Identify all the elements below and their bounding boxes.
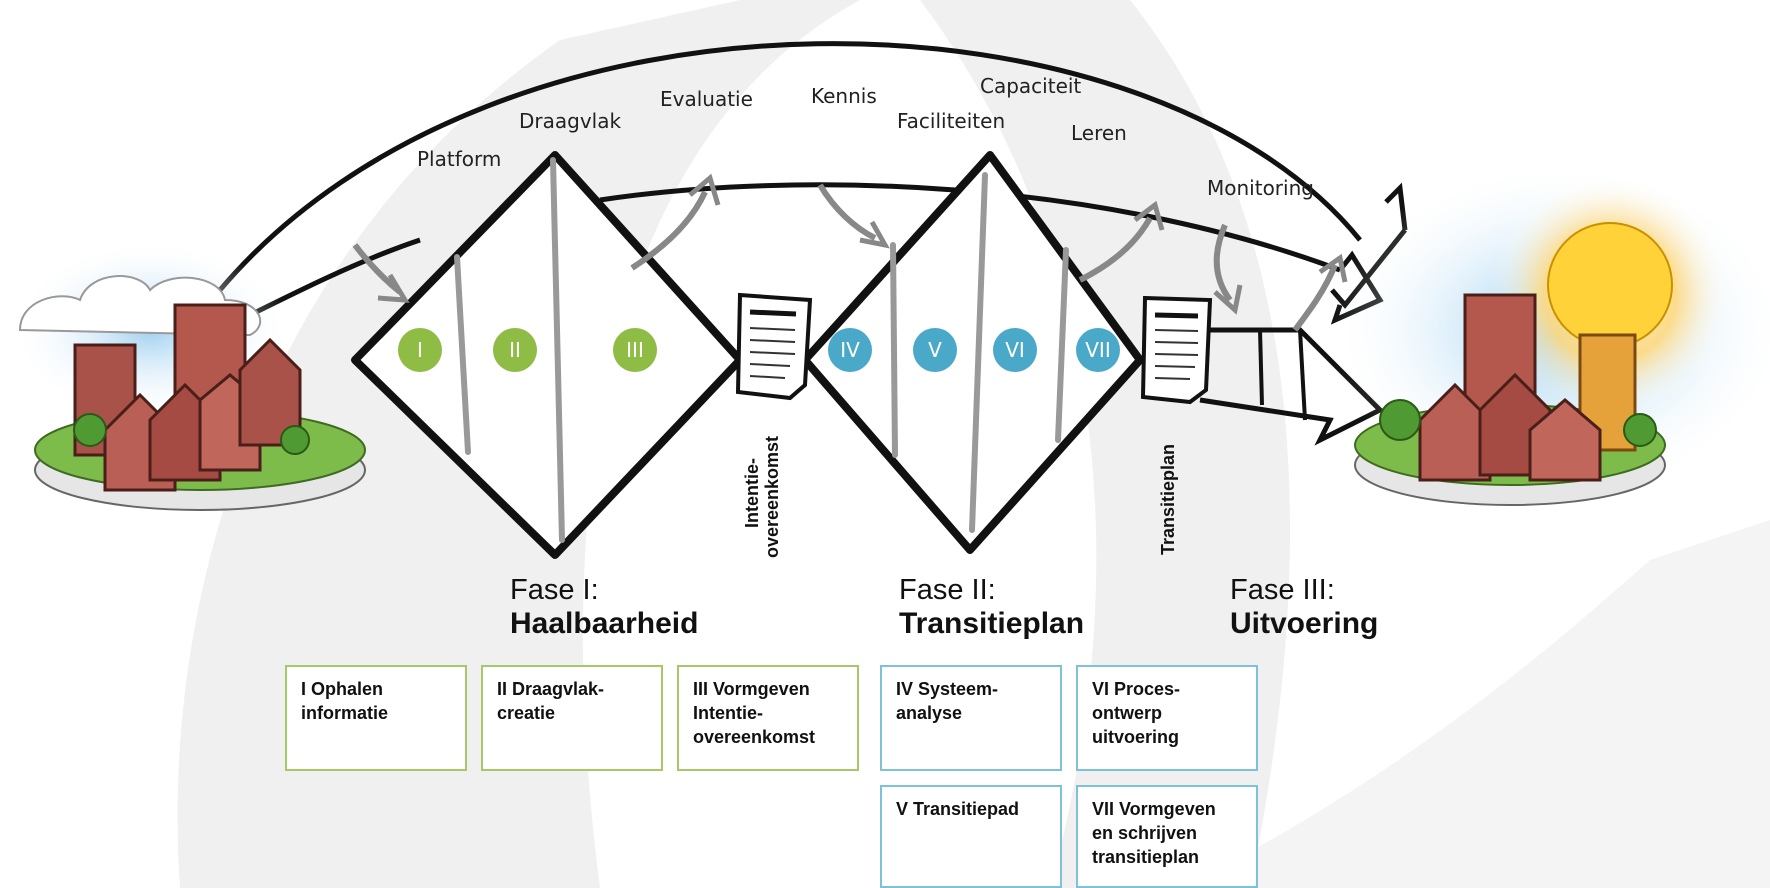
step-circle-2 (493, 328, 537, 372)
step-label-1: I (417, 338, 423, 362)
label-monitoring: Monitoring (1207, 176, 1314, 200)
phase-3-heading: Fase III: Uitvoering (1230, 573, 1378, 641)
step-box-2: II Draagvlak- creatie (481, 665, 663, 771)
label-faciliteiten: Faciliteiten (897, 109, 1005, 133)
transitieplan-document-icon (1140, 295, 1213, 405)
phase-2-label: Fase II: (899, 574, 996, 606)
step-label-3: III (626, 338, 644, 362)
step-box-4-line-1: IV Systeem- (896, 679, 999, 699)
step-circle-4 (828, 328, 872, 372)
phase-1-label: Fase I: (510, 574, 599, 606)
document-labels: Intentie- overeenkomst Transitieplan (742, 436, 1178, 558)
intentie-label-line1: Intentie- (742, 458, 762, 528)
step-box-7: VII Vormgeven en schrijven transitieplan (1076, 785, 1258, 888)
label-capaciteit: Capaciteit (980, 74, 1081, 98)
intentie-label-line2: overeenkomst (762, 436, 782, 558)
step-box-7-line-2: en schrijven (1092, 823, 1198, 843)
step-box-6: VI Proces- ontwerp uitvoering (1076, 665, 1258, 771)
flow-labels: Platform Draagvlak Evaluatie Kennis Capa… (417, 74, 1314, 200)
step-box-3-line-3: overeenkomst (693, 727, 816, 747)
phase-1-heading: Fase I: Haalbaarheid (510, 573, 698, 641)
step-label-6: VI (1005, 338, 1025, 362)
step-box-3-line-1: III Vormgeven (693, 679, 810, 699)
step-circle-3 (613, 328, 657, 372)
step-box-1-line-2: informatie (301, 703, 389, 723)
phase-3-label: Fase III: (1230, 574, 1335, 606)
step-box-5-line-1: V Transitiepad (896, 799, 1020, 819)
step-box-3-line-2: Intentie- (693, 703, 763, 723)
label-kennis: Kennis (811, 84, 877, 108)
step-box-2-line-1: II Draagvlak- (497, 679, 605, 699)
step-box-7-line-3: transitieplan (1092, 847, 1200, 867)
step-box-2-line-2: creatie (497, 703, 556, 723)
step-box-4: IV Systeem- analyse (880, 665, 1062, 771)
label-platform: Platform (417, 147, 501, 171)
step-box-4-line-2: analyse (896, 703, 963, 723)
step-box-7-line-1: VII Vormgeven (1092, 799, 1216, 819)
transitieplan-label: Transitieplan (1158, 444, 1178, 555)
step-circle-1 (398, 328, 442, 372)
phase-two-diamond (801, 151, 1144, 554)
phase-1-name: Haalbaarheid (510, 607, 699, 640)
flow-arrows (352, 173, 1348, 332)
current-town-illustration (10, 240, 366, 511)
step-label-4: IV (840, 338, 860, 362)
step-circles: I II III IV V VI VII (398, 328, 1120, 372)
step-box-5: V Transitiepad (880, 785, 1062, 888)
step-box-6-line-1: VI Proces- (1092, 679, 1181, 699)
label-evaluatie: Evaluatie (660, 87, 753, 111)
step-box-6-line-2: ontwerp (1092, 703, 1162, 723)
step-circle-6 (993, 328, 1037, 372)
step-box-1: I Ophalen informatie (285, 665, 467, 771)
future-town-illustration (1330, 160, 1770, 506)
phase-2-heading: Fase II: Transitieplan (899, 573, 1084, 641)
step-circle-5 (913, 328, 957, 372)
step-box-6-line-3: uitvoering (1092, 727, 1180, 747)
phase-2-name: Transitieplan (899, 607, 1085, 640)
step-circle-7 (1076, 328, 1120, 372)
step-label-5: V (928, 338, 942, 362)
label-leren: Leren (1071, 121, 1127, 145)
step-label-7: VII (1085, 338, 1110, 362)
step-box-1-line-1: I Ophalen (301, 679, 384, 699)
label-draagvlak: Draagvlak (519, 109, 621, 133)
step-box-3: III Vormgeven Intentie- overeenkomst (677, 665, 859, 771)
step-label-2: II (509, 338, 521, 362)
intentie-document-icon (735, 292, 813, 401)
phase-3-name: Uitvoering (1230, 607, 1379, 640)
